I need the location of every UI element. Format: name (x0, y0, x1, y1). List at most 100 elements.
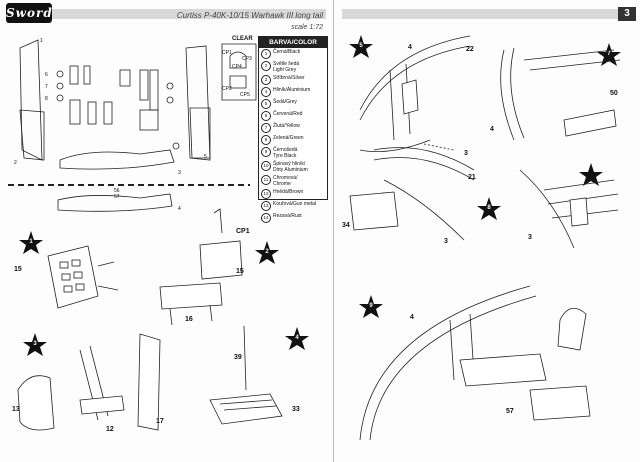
legend-number: 5 (261, 99, 271, 109)
part-label: 15 (14, 266, 22, 273)
part-label: 3 (464, 150, 468, 157)
legend-number: 1 (261, 49, 271, 59)
sprue-label: 5 (204, 154, 207, 160)
legend-text: Světle šedá Light Grey (273, 61, 300, 73)
header-bar (10, 9, 326, 19)
step-star-icon (19, 231, 43, 254)
step8-drawing (519, 169, 619, 249)
legend-number: 14 (261, 213, 271, 223)
part-label: CP1 (236, 228, 250, 235)
part-label: 16 (185, 316, 193, 323)
legend-text: Žlutá/Yellow (273, 123, 300, 129)
sprue-label: 57 (114, 194, 120, 200)
legend-text: Hliník/Aluminium (273, 87, 311, 93)
legend-text: Chromová/ Chrome (273, 175, 298, 187)
part-label: 15 (236, 268, 244, 275)
part-label: 22 (466, 46, 474, 53)
part-label: 3 (528, 234, 532, 241)
step-star-icon (349, 35, 373, 58)
part-label: 33 (292, 406, 300, 413)
sprue-label: 2 (14, 160, 17, 166)
kit-scale: scale 1:72 (291, 24, 323, 31)
legend-number: 4 (261, 87, 271, 97)
header-bar (342, 9, 622, 19)
legend-text: Špinavý hliník/ Dirty Aluminium (273, 161, 308, 173)
sprue-label: 3 (178, 170, 181, 176)
part-label: 34 (342, 222, 350, 229)
legend-number: 12 (261, 189, 271, 199)
part-label: 4 (408, 44, 412, 51)
sprue-label: 8 (45, 96, 48, 102)
sprue-label: 6 (45, 72, 48, 78)
part-label: 50 (610, 90, 618, 97)
step-number: 2 (265, 249, 269, 255)
sprue-label: 7 (45, 84, 48, 90)
clear-part-label: CP5 (240, 92, 250, 98)
step-star-icon (23, 333, 47, 356)
legend-text: Stříbrná/Silver (273, 75, 305, 81)
step1-drawing (47, 245, 119, 309)
legend-number: 6 (261, 111, 271, 121)
step3-drawing (17, 333, 161, 431)
legend-text: Hnědá/Brown (273, 189, 304, 195)
step7-drawing (500, 47, 621, 141)
step-star-icon (285, 327, 309, 350)
legend-text: Šedá/Grey (273, 99, 297, 105)
part-label: 39 (234, 354, 242, 361)
part-label: 4 (490, 126, 494, 133)
brand-logo: Sword (6, 3, 52, 23)
step2-drawing (159, 208, 243, 326)
legend-number: 7 (261, 123, 271, 133)
step-number: 9 (369, 303, 373, 309)
clear-part-label: CP2 (222, 86, 232, 92)
step-number: 1 (29, 239, 33, 245)
part-label: 13 (12, 406, 20, 413)
step-star-icon (359, 295, 383, 318)
step6-drawing (349, 143, 475, 241)
sprue-diagram (8, 39, 250, 212)
legend-number: 9 (261, 147, 271, 157)
step4-drawing (209, 325, 283, 425)
page-number: 3 (618, 7, 636, 21)
legend-number: 10 (261, 161, 271, 171)
sprue-label: 1 (40, 38, 43, 44)
legend-text: Zelená/Green (273, 135, 304, 141)
clear-parts-frame (221, 43, 257, 101)
kit-title: Curtiss P-40K-10/15 Warhawk III long tai… (176, 11, 323, 20)
legend-number: 8 (261, 135, 271, 145)
step-star-icon (579, 163, 603, 186)
part-label: 4 (410, 314, 414, 321)
legend-header: BARVA/COLOR (259, 37, 327, 48)
legend-number: 13 (261, 201, 271, 211)
sprue-label: 4 (178, 206, 181, 212)
step-number: 3 (33, 341, 37, 347)
step-number: 8 (487, 205, 491, 211)
clear-part-label: CP1 (222, 50, 232, 56)
sprue-label: 56 (114, 188, 120, 194)
step-star-icon (255, 241, 279, 264)
clear-part-label: CP4 (232, 64, 242, 70)
part-label: 17 (156, 418, 164, 425)
legend-text: Červená/Red (273, 111, 303, 117)
legend-text: Rezavá/Rust (273, 213, 302, 219)
part-label: 12 (106, 426, 114, 433)
left-page: Sword Curtiss P-40K-10/15 Warhawk III lo… (6, 0, 334, 462)
step9-drawing (359, 285, 591, 441)
part-label: 57 (506, 408, 514, 415)
step-number: 4 (295, 335, 299, 341)
